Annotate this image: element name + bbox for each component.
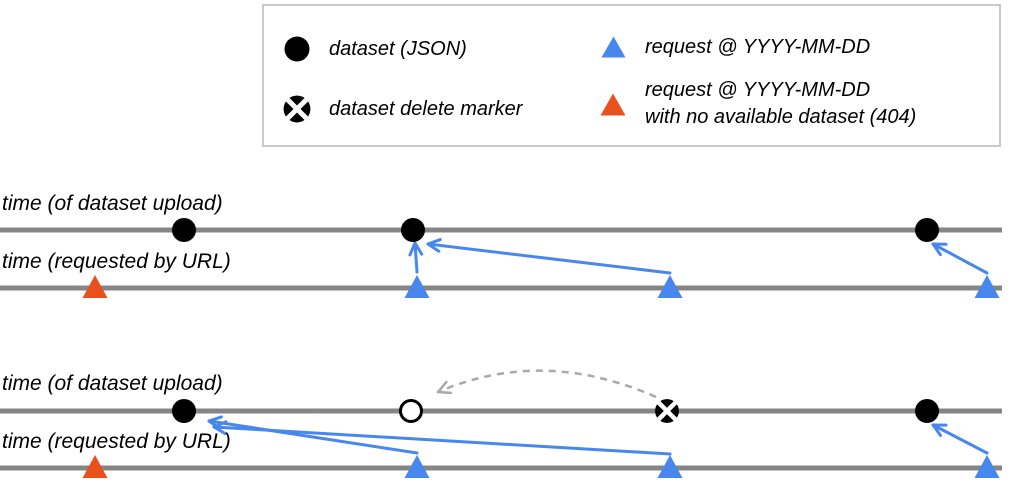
arrowhead — [408, 241, 417, 257]
request-marker — [657, 275, 683, 298]
request-arrow — [931, 423, 989, 455]
dataset-circle-icon — [280, 36, 314, 62]
arrowhead — [436, 380, 448, 394]
arrowhead — [931, 423, 943, 438]
dataset-marker — [172, 218, 196, 242]
request-marker — [657, 455, 683, 478]
deleted-dataset-marker — [399, 399, 423, 423]
request-arrow — [931, 242, 989, 275]
arrowhead — [436, 390, 453, 395]
request-arrow — [212, 425, 672, 456]
axis-label-request-time: time (requested by URL) — [2, 250, 231, 273]
axis-label-upload-time: time (of dataset upload) — [2, 192, 223, 215]
axis-label-upload-time: time (of dataset upload) — [2, 372, 223, 395]
delete-restore-dashed-arrow — [437, 369, 657, 399]
legend-label: dataset (JSON) — [329, 37, 467, 60]
dataset-delete-marker-icon — [280, 95, 314, 123]
legend-label: dataset delete marker — [329, 97, 523, 120]
arrowhead — [426, 242, 441, 253]
request-arrow — [413, 241, 419, 274]
request-404-marker — [82, 455, 108, 478]
legend-item-request-404: request @ YYYY-MM-DD with no available d… — [596, 75, 916, 133]
dataset-marker — [401, 218, 425, 242]
arrowhead — [207, 415, 223, 423]
dataset-marker — [915, 399, 939, 423]
legend-item-dataset: dataset (JSON) — [280, 29, 467, 69]
request-arrow — [207, 419, 419, 455]
legend-item-delete-marker: dataset delete marker — [280, 89, 522, 129]
arrowhead — [426, 238, 442, 246]
request-404-marker — [82, 275, 108, 298]
arrowhead — [212, 425, 227, 436]
legend-item-request: request @ YYYY-MM-DD — [596, 27, 870, 67]
request-marker — [404, 455, 430, 478]
legend-label: request @ YYYY-MM-DD — [645, 35, 871, 58]
request-arrow — [426, 242, 672, 275]
arrowhead — [212, 420, 228, 429]
legend-box: dataset (JSON) dataset delete marker — [262, 4, 1001, 147]
delete-marker — [655, 399, 679, 423]
dataset-marker — [915, 218, 939, 242]
dataset-marker — [172, 399, 196, 423]
arrowhead — [931, 242, 942, 257]
request-triangle-icon — [596, 36, 630, 58]
request-404-triangle-icon — [596, 93, 630, 116]
request-marker — [974, 455, 1000, 478]
arrowhead — [413, 241, 424, 256]
request-marker — [974, 275, 1000, 298]
axis-label-request-time: time (requested by URL) — [2, 430, 231, 453]
request-marker — [404, 275, 430, 298]
legend-label: request @ YYYY-MM-DD with no available d… — [645, 79, 917, 128]
